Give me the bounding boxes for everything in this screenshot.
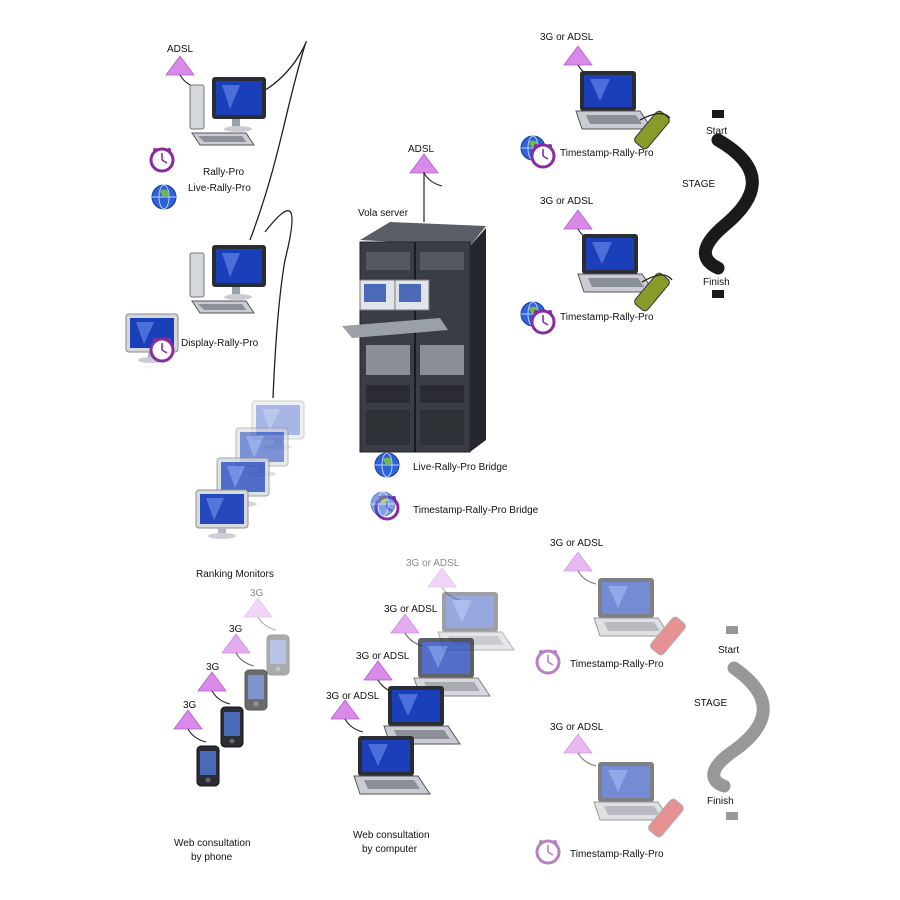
faded-top-3g-adsl-label: 3G or ADSL [550,538,604,549]
adsl-label: ADSL [167,44,194,55]
live-rally-pro-label: Live-Rally-Pro [188,183,251,194]
clock-icon [149,336,175,363]
signal-arrow-icon [563,551,597,585]
display-rally-pro-label: Display-Rally-Pro [181,338,259,349]
faded-stage-label: STAGE [694,698,727,709]
globe-icon [374,452,400,478]
globe-icon [151,184,177,210]
3g-adsl-label: 3G or ADSL [356,651,410,662]
web-computer-line1: Web consultation [353,830,430,841]
ranking-monitors-label: Ranking Monitors [196,569,274,580]
monitor-icon [195,489,249,540]
server-adsl-label: ADSL [408,144,435,155]
3g-adsl-label: 3G or ADSL [326,691,380,702]
web-computer-line2: by computer [362,844,418,855]
faded-3g-label: 3G [250,588,264,599]
vola-server-label: Vola server [358,208,409,219]
desktop-computer-icon [189,244,267,314]
timestamp-rally-pro-label: Timestamp-Rally-Pro [560,312,654,323]
finish-label: Finish [703,277,730,288]
signal-arrow-icon [243,597,277,631]
desktop-computer-icon [189,76,267,146]
signal-arrow-icon [197,671,231,705]
globe-icon [370,491,396,517]
signal-arrow-icon [221,633,255,667]
rally-pro-label: Rally-Pro [203,167,245,178]
laptop-icon [353,735,431,795]
cable [249,41,307,241]
faded-timestamp-label: Timestamp-Rally-Pro [570,849,664,860]
timestamp-bridge-label: Timestamp-Rally-Pro Bridge [413,505,539,516]
mid-3g-adsl-label: 3G or ADSL [540,196,594,207]
faded-timestamp-label: Timestamp-Rally-Pro [570,659,664,670]
live-bridge-label: Live-Rally-Pro Bridge [413,462,508,473]
signal-arrow-icon [330,699,364,733]
computer-signals: 3G or ADSL 3G or ADSL 3G or ADSL 3G or A… [326,558,461,733]
faded-mid-3g-adsl-label: 3G or ADSL [550,722,604,733]
3g-adsl-label: 3G or ADSL [384,604,438,615]
track-icon [707,626,770,820]
smartphone-icon [220,706,244,748]
smartphone-icon [266,634,290,676]
clock-icon [149,146,175,173]
clock-icon [535,648,561,675]
server-rack-icon [342,222,486,453]
smartphone-icon [244,669,268,711]
faded-finish-label: Finish [707,796,734,807]
faded-start-label: Start [718,645,739,656]
faded-3g-adsl-label: 3G or ADSL [406,558,460,569]
web-phone-line2: by phone [191,852,233,863]
laptop-icon [593,577,671,637]
laptop-icon [577,233,655,293]
signal-arrow-icon [563,733,597,767]
signal-arrow-icon [173,709,207,743]
web-phone-line1: Web consultation [174,838,251,849]
signal-arrow-icon [409,153,443,187]
timestamp-rally-pro-label: Timestamp-Rally-Pro [560,148,654,159]
clock-icon [530,142,556,169]
top-3g-adsl-label: 3G or ADSL [540,32,594,43]
cable [264,210,293,399]
faded-stage [535,551,770,865]
track-icon [698,110,759,298]
phone-signals: 3G 3G 3G 3G [173,588,277,743]
signal-arrow-icon [165,55,199,89]
3g-label: 3G [183,700,197,711]
ranking-monitors [195,400,305,540]
adsl-signal: ADSL [165,44,199,89]
clock-icon [535,838,561,865]
laptop-icon [593,761,671,821]
3g-label: 3G [229,624,243,635]
clock-icon [530,308,556,335]
stage-label: STAGE [682,179,715,190]
start-label: Start [706,126,727,137]
smartphone-icon [196,745,220,787]
3g-label: 3G [206,662,220,673]
